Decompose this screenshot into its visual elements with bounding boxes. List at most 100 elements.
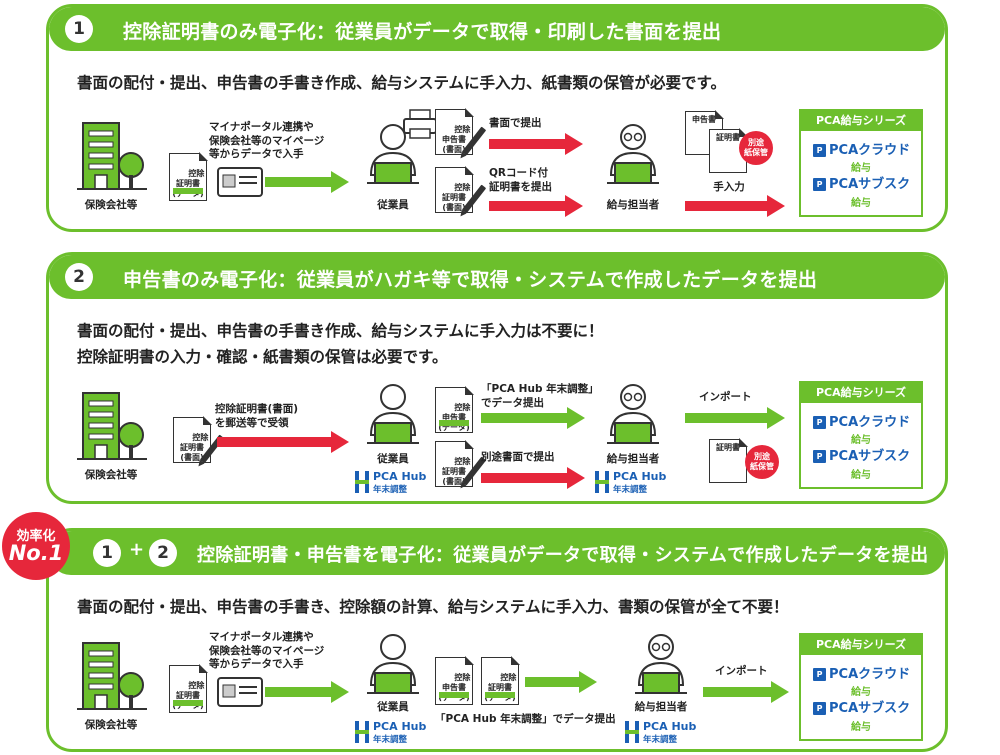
section-1-payroll-label: 給与担当者 xyxy=(606,199,660,211)
section-2-number: 2 xyxy=(65,263,93,291)
section-2-payroll-label: 給与担当者 xyxy=(606,453,660,465)
green-arrow xyxy=(685,407,785,429)
payroll-staff-icon xyxy=(607,124,659,184)
section-2-flow-separate: 別途書面で提出 xyxy=(481,451,555,463)
card-icon xyxy=(217,677,263,707)
pca-logo-icon: P xyxy=(813,144,826,157)
pca-logo-icon: P xyxy=(813,178,826,191)
green-arrow xyxy=(481,407,585,429)
section-3-header: 1 + 2 控除証明書・申告書を電子化：従業員がデータで取得・システムで作成した… xyxy=(49,531,945,575)
section-2: 2 申告書のみ電子化：従業員がハガキ等で取得・システムで作成したデータを提出 書… xyxy=(46,252,948,504)
product-pca-subscription-sub: 給与 xyxy=(851,470,871,481)
section-3-description: 書面の配付・提出、申告書の手書き、控除額の計算、給与システムに手入力、書類の保管… xyxy=(77,598,789,616)
section-3-insurer-flow-label: マイナポータル連携や 保険会社等のマイページ 等からデータで入手 xyxy=(209,631,325,671)
section-2-import-label: インポート xyxy=(699,391,752,403)
section-1-title: 控除証明書のみ電子化：従業員がデータで取得・印刷した書面を提出 xyxy=(123,21,722,43)
section-1-flow-paper: 書面で提出 xyxy=(489,117,542,129)
card-icon xyxy=(217,167,263,197)
section-1: 1 控除証明書のみ電子化：従業員がデータで取得・印刷した書面を提出 書面の配付・… xyxy=(46,4,948,232)
product-pca-cloud-sub: 給与 xyxy=(851,163,871,174)
building-icon xyxy=(77,122,147,190)
section-3-payroll-label: 給与担当者 xyxy=(634,701,688,713)
section-2-deduction-paper-doc-2: 控除 証明書 (書面) xyxy=(435,440,474,487)
red-arrow xyxy=(481,467,585,489)
section-1-storage-stamp: 別途 紙保管 xyxy=(739,131,773,165)
section-1-description: 書面の配付・提出、申告書の手書き作成、給与システムに手入力、紙書類の保管が必要で… xyxy=(77,74,726,92)
section-3-insurer-label: 保険会社等 xyxy=(84,719,138,731)
section-3-employee-label: 従業員 xyxy=(377,701,409,713)
pca-hub-logo-icon xyxy=(595,471,609,493)
section-3-declaration-data-doc: 控除 申告書 (データ) xyxy=(435,656,474,705)
section-2-description-line-1: 書面の配付・提出、申告書の手書き作成、給与システムに手入力は不要に！ xyxy=(77,322,604,340)
series-title: PCA給与シリーズ xyxy=(801,111,921,131)
section-2-cert-doc: 証明書 xyxy=(709,438,748,483)
badge-line-1: 効率化 xyxy=(16,529,56,544)
green-arrow xyxy=(525,671,597,693)
building-icon xyxy=(77,642,147,710)
pca-logo-icon: P xyxy=(813,668,826,681)
green-arrow xyxy=(703,681,789,703)
employee-icon xyxy=(367,384,419,444)
printer-icon xyxy=(403,109,437,139)
product-pca-subscription-sub: 給与 xyxy=(851,198,871,209)
section-2-deduction-paper-doc: 控除 証明書 (書面) xyxy=(173,416,212,463)
section-1-manual-entry: 手入力 xyxy=(713,181,745,193)
pca-hub-logo-icon xyxy=(625,721,639,743)
section-1-flow-qr: QRコード付 証明書を提出 xyxy=(489,167,552,193)
product-pca-cloud-sub: 給与 xyxy=(851,435,871,446)
red-arrow xyxy=(217,431,349,453)
section-3-deduction-doc: 控除 証明書 (データ) xyxy=(169,664,208,713)
series-title: PCA給与シリーズ xyxy=(801,383,921,403)
section-3-import-label: インポート xyxy=(715,665,768,677)
section-2-declaration-data-doc: 控除 申告書 (データ) xyxy=(435,386,474,433)
pca-hub-logo-icon xyxy=(355,721,369,743)
section-1-employee-label: 従業員 xyxy=(377,199,409,211)
red-arrow xyxy=(489,133,583,155)
section-1-number: 1 xyxy=(65,15,93,43)
payroll-staff-icon xyxy=(607,384,659,444)
section-3-number-b: 2 xyxy=(149,539,177,567)
section-3-flow-hub: 「PCA Hub 年末調整」でデータ提出 xyxy=(435,713,616,725)
green-arrow xyxy=(265,171,349,193)
section-1-header: 1 控除証明書のみ電子化：従業員がデータで取得・印刷した書面を提出 xyxy=(49,7,945,51)
efficiency-badge: 効率化 No.1 xyxy=(2,512,70,580)
section-1-deduction-doc: 控除 証明書 (データ) xyxy=(169,152,208,201)
badge-line-2: No.1 xyxy=(8,541,64,565)
pca-logo-icon: P xyxy=(813,702,826,715)
series-title: PCA給与シリーズ xyxy=(801,635,921,655)
pca-logo-icon: P xyxy=(813,450,826,463)
section-2-flow-hub: 「PCA Hub 年末調整」 でデータ提出 xyxy=(481,383,599,409)
section-3: 1 + 2 控除証明書・申告書を電子化：従業員がデータで取得・システムで作成した… xyxy=(46,528,948,752)
section-2-description-line-2: 控除証明書の入力・確認・紙書類の保管は必要です。 xyxy=(77,348,448,366)
section-2-storage-stamp: 別途 紙保管 xyxy=(745,445,779,479)
section-3-plus: + xyxy=(129,539,145,560)
red-arrow xyxy=(489,195,583,217)
section-2-header: 2 申告書のみ電子化：従業員がハガキ等で取得・システムで作成したデータを提出 xyxy=(49,255,945,299)
product-pca-subscription-sub: 給与 xyxy=(851,722,871,733)
section-1-insurer-flow-label: マイナポータル連携や 保険会社等のマイページ 等からデータで入手 xyxy=(209,121,325,161)
employee-icon xyxy=(367,634,419,694)
section-2-insurer-label: 保険会社等 xyxy=(84,469,138,481)
employee-icon xyxy=(367,124,419,184)
green-arrow xyxy=(265,681,349,703)
building-icon xyxy=(77,392,147,460)
section-2-insurer-flow-label: 控除証明書(書面) を郵送等で受領 xyxy=(215,403,299,429)
pca-logo-icon: P xyxy=(813,416,826,429)
section-1-insurer-label: 保険会社等 xyxy=(84,199,138,211)
payroll-staff-icon xyxy=(635,634,687,694)
section-3-deduction-data-doc: 控除 証明書 (データ) xyxy=(481,656,520,705)
section-3-title: 控除証明書・申告書を電子化：従業員がデータで取得・システムで作成したデータを提出 xyxy=(197,545,929,566)
section-2-employee-label: 従業員 xyxy=(377,453,409,465)
section-2-title: 申告書のみ電子化：従業員がハガキ等で取得・システムで作成したデータを提出 xyxy=(123,269,818,291)
pca-hub-logo-icon xyxy=(355,471,369,493)
